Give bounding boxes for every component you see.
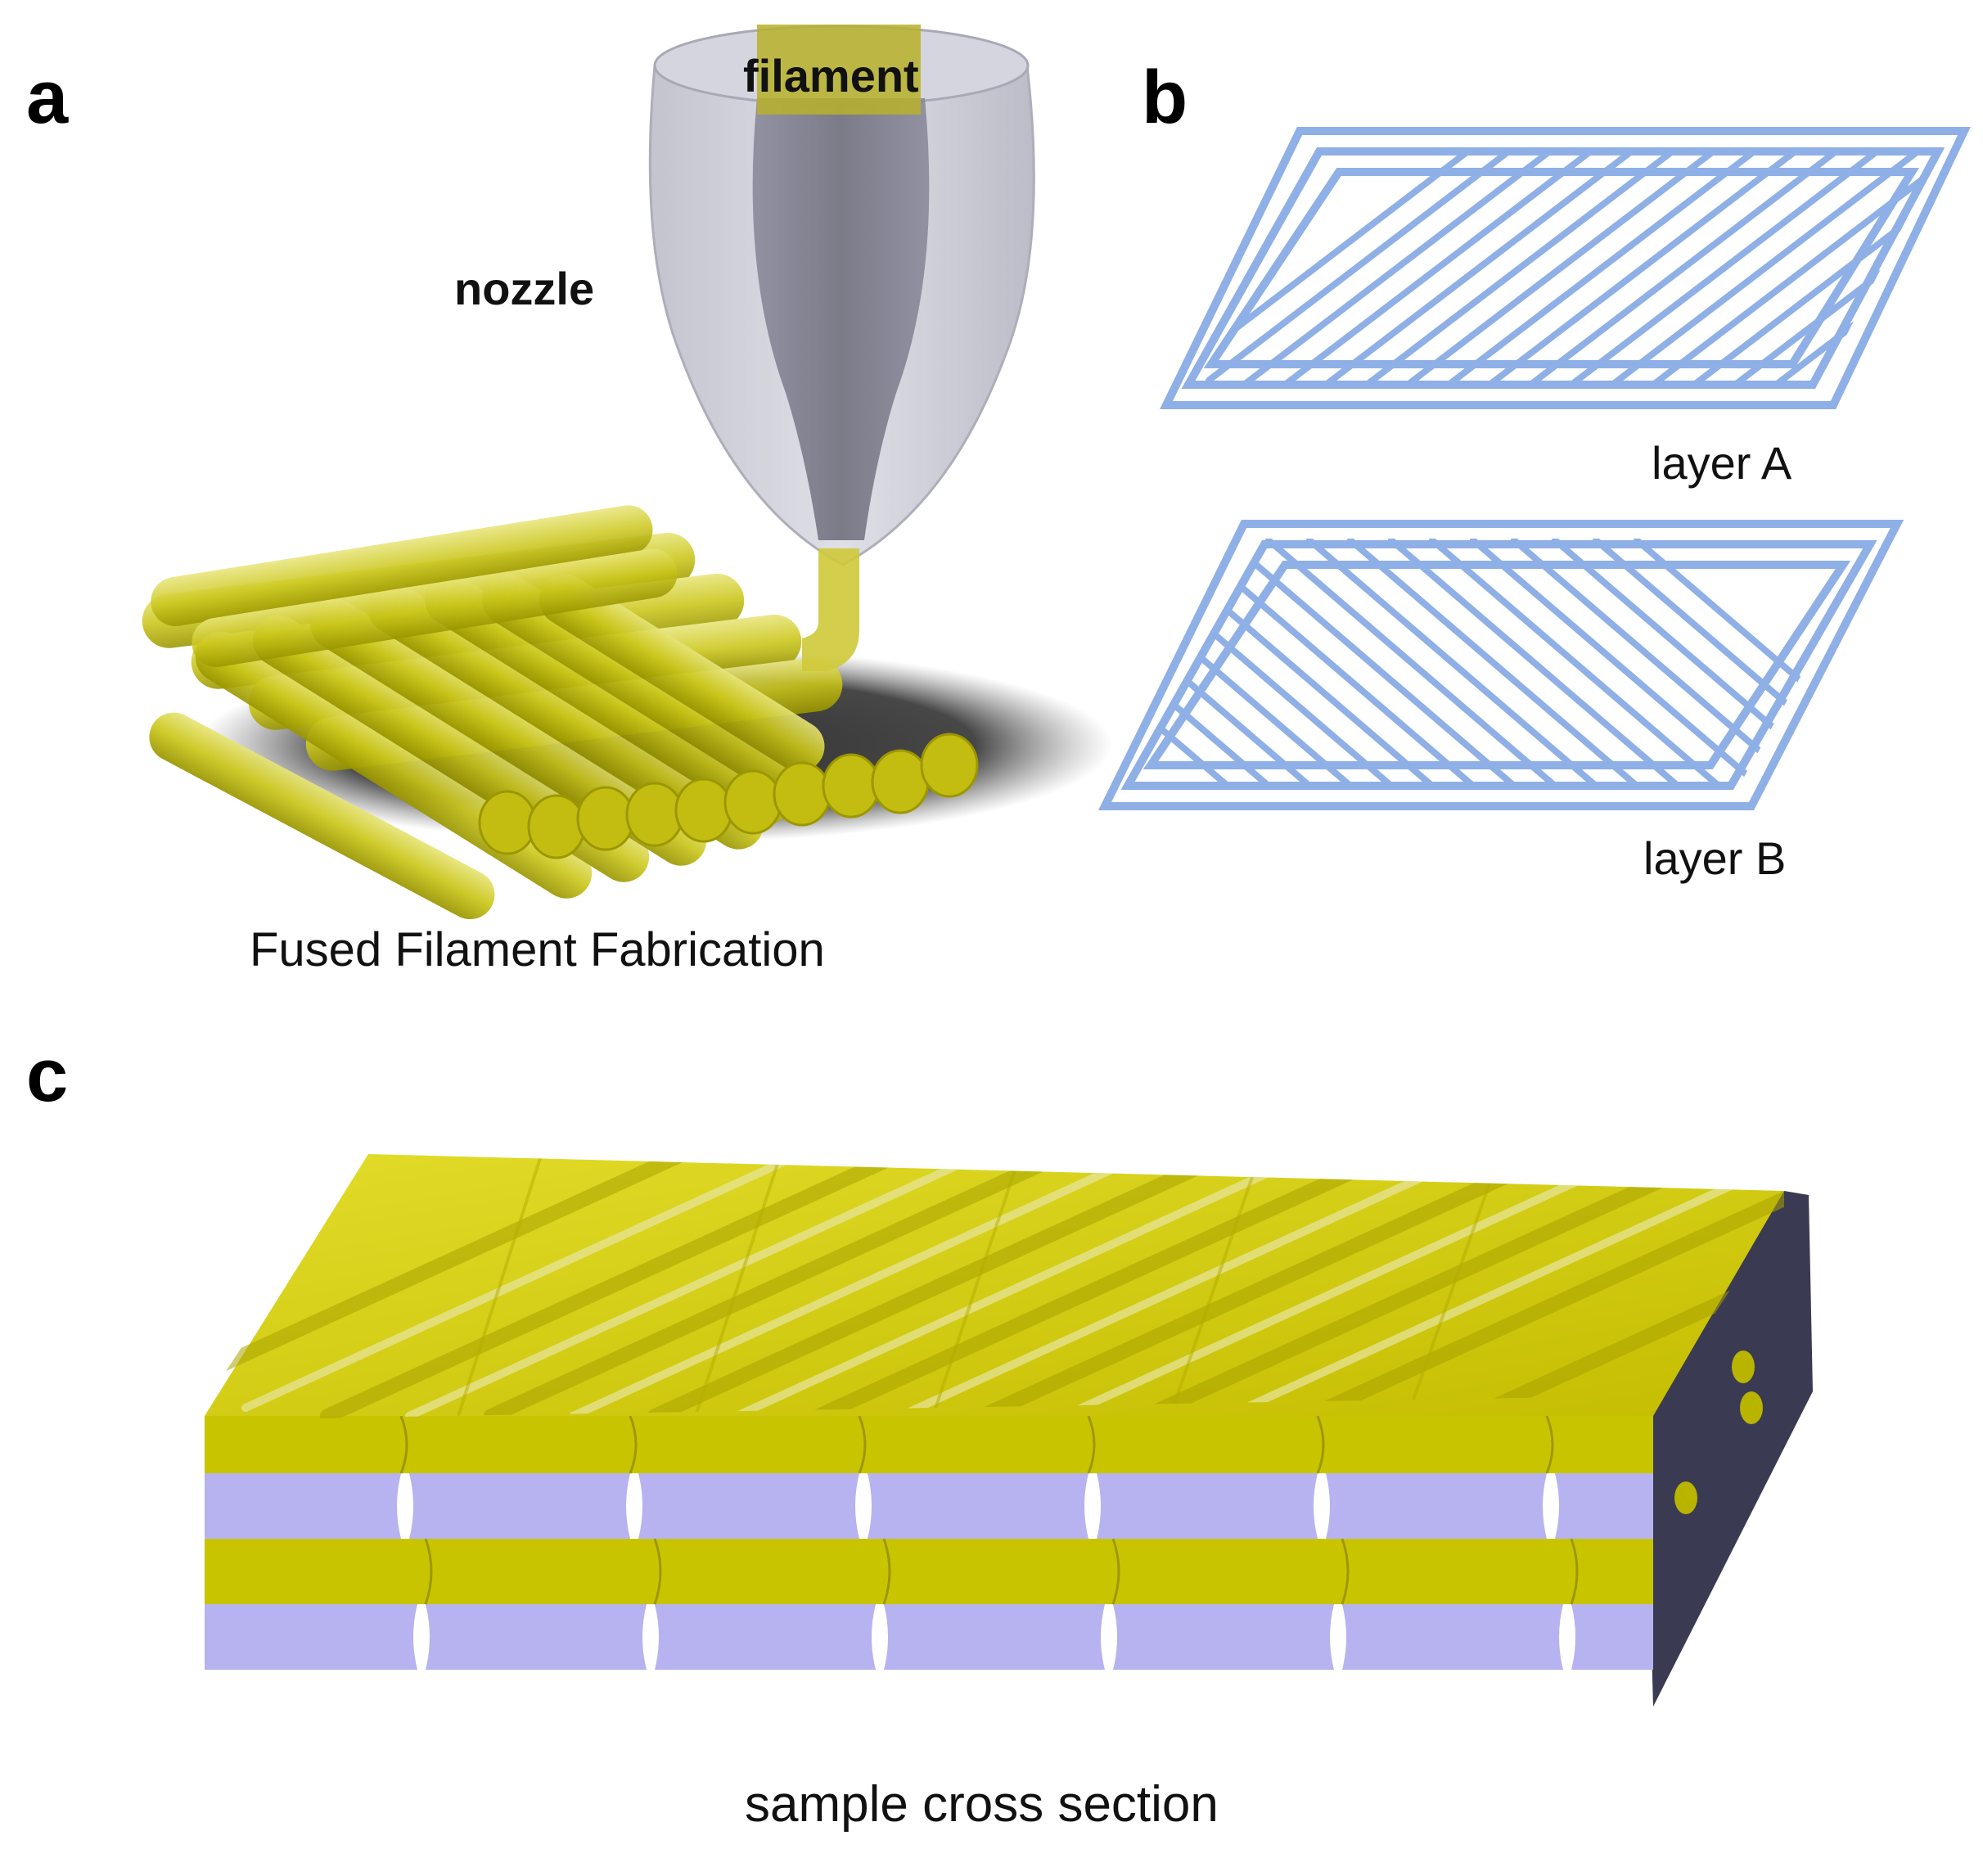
filament-strand <box>757 25 921 671</box>
panel-a-letter: a <box>26 56 69 139</box>
panel-c-letter: c <box>26 1034 68 1117</box>
layer-b-label: layer B <box>1643 832 1786 884</box>
panel-a-caption: Fused Filament Fabrication <box>250 923 825 976</box>
layer-a-toolpath <box>1160 127 1971 409</box>
layer-b-toolpath <box>1097 520 1904 810</box>
nozzle <box>648 25 1035 566</box>
block-side-face <box>1645 1191 1813 1707</box>
panel-a: a <box>26 25 1113 976</box>
rods-lower-layer <box>149 712 495 920</box>
panel-b: b <box>1097 56 1971 884</box>
filament-label: filament <box>743 50 919 101</box>
block-front-face <box>205 1415 1653 1670</box>
nozzle-label: nozzle <box>454 263 594 314</box>
layer-a-label: layer A <box>1652 437 1792 489</box>
rods-grid <box>142 505 979 899</box>
panel-c-caption: sample cross section <box>745 1776 1219 1833</box>
panel-b-letter: b <box>1142 56 1188 139</box>
panel-c: c <box>26 1034 1813 1833</box>
block-top-face <box>205 1154 1784 1420</box>
